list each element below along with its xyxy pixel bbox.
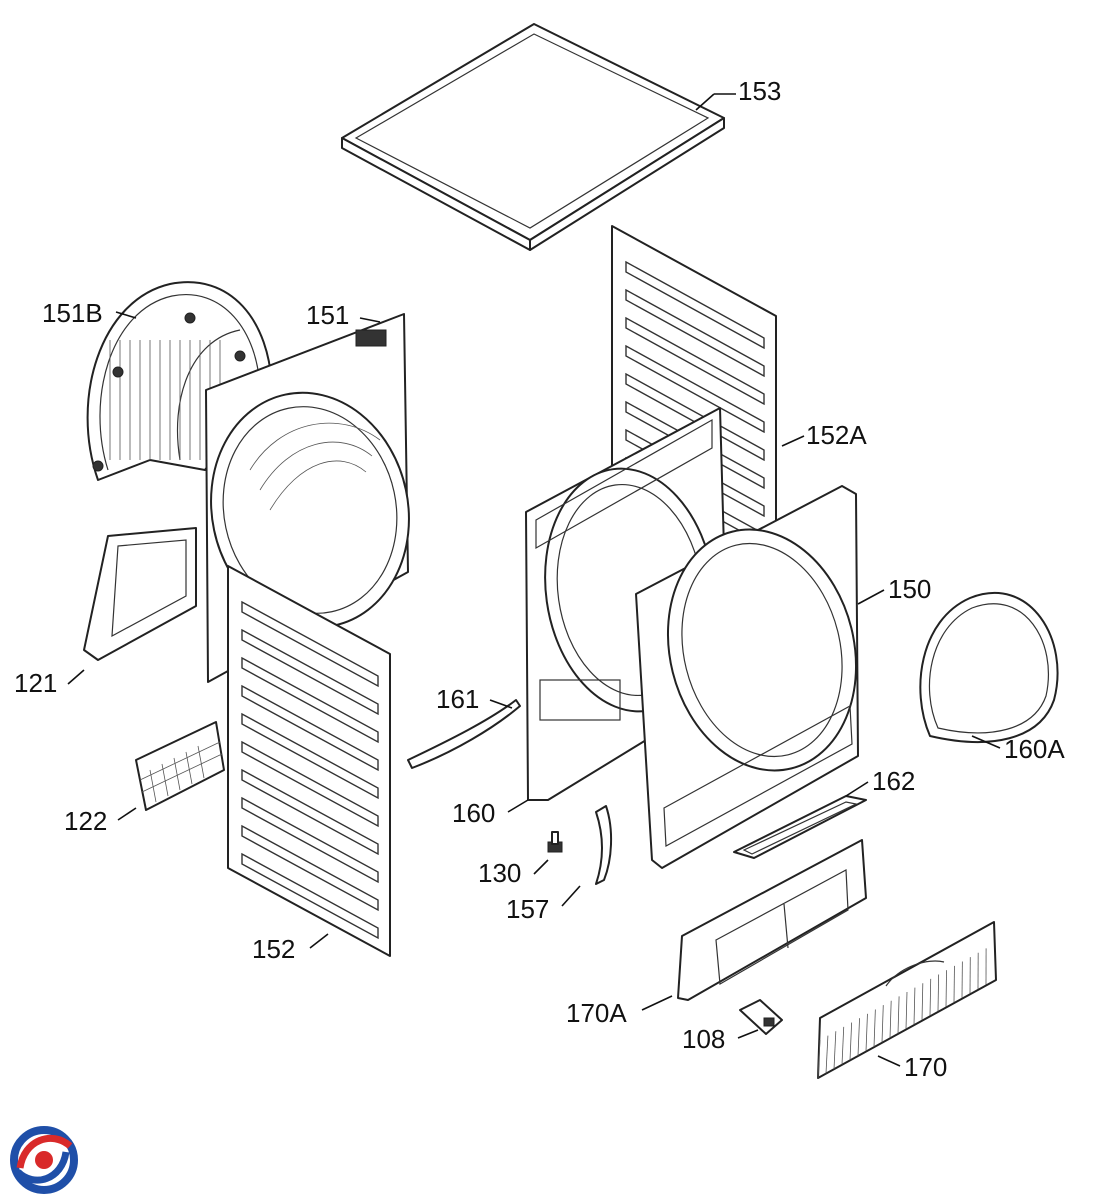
grille-line [833,1031,837,1070]
panel-slot [241,796,379,884]
part-170-kick-plate [817,921,997,1079]
panel-slot [241,852,379,940]
grille-line [889,1000,892,1038]
label-160: 160 [452,798,495,828]
label-160A: 160A [1004,734,1065,764]
label-170A: 170A [566,998,627,1028]
grille-line [849,1022,853,1061]
part-150-front-panel [635,485,859,869]
part-162-gasket [733,795,867,859]
grille-line [841,1026,845,1065]
label-161: 161 [436,684,479,714]
part-157-bracket [595,805,613,885]
part-160A-door-seal [919,591,1059,743]
label-151B: 151B [42,298,103,328]
brand-logo [10,1126,78,1194]
part-121-air-duct [83,527,197,661]
grille-line [905,991,908,1030]
leader-lines [67,93,1001,1067]
panel-slot [241,600,379,688]
part-170A-kick-frame [677,839,867,1001]
grille-line [881,1005,884,1043]
label-157: 157 [506,894,549,924]
grille-line [913,987,916,1025]
panel-slot [241,740,379,828]
label-152: 152 [252,934,295,964]
label-153: 153 [738,76,781,106]
panel-slot [625,260,765,350]
panel-slot [625,288,765,378]
part-161-trim [407,699,521,769]
label-122: 122 [64,806,107,836]
panel-slot [625,316,765,406]
grille-line [865,1013,868,1052]
label-162: 162 [872,766,915,796]
part-122-filter [135,721,225,811]
label-151: 151 [306,300,349,330]
label-130: 130 [478,858,521,888]
panel-slot [241,628,379,716]
label-108: 108 [682,1024,725,1054]
label-121: 121 [14,668,57,698]
label-170: 170 [904,1052,947,1082]
part-152-side-panel [227,565,391,957]
part-153-top-cover [341,23,725,251]
part-130-screw [547,831,563,853]
grille-line [945,970,947,1007]
grille-line [897,996,900,1034]
grille-line [921,983,924,1021]
grille-line [873,1009,876,1047]
grille-line [857,1018,860,1056]
grille-line [929,978,932,1016]
part-108-latch [739,999,783,1035]
panel-slot [241,712,379,800]
panel-slot [241,824,379,912]
panel-slot [241,684,379,772]
panel-slot [241,656,379,744]
grille-line [825,1035,829,1074]
label-150: 150 [888,574,931,604]
label-152A: 152A [806,420,867,450]
grille-line [937,974,940,1012]
panel-slot [241,768,379,856]
grille-line [817,1039,821,1079]
panel-slot [625,344,765,434]
